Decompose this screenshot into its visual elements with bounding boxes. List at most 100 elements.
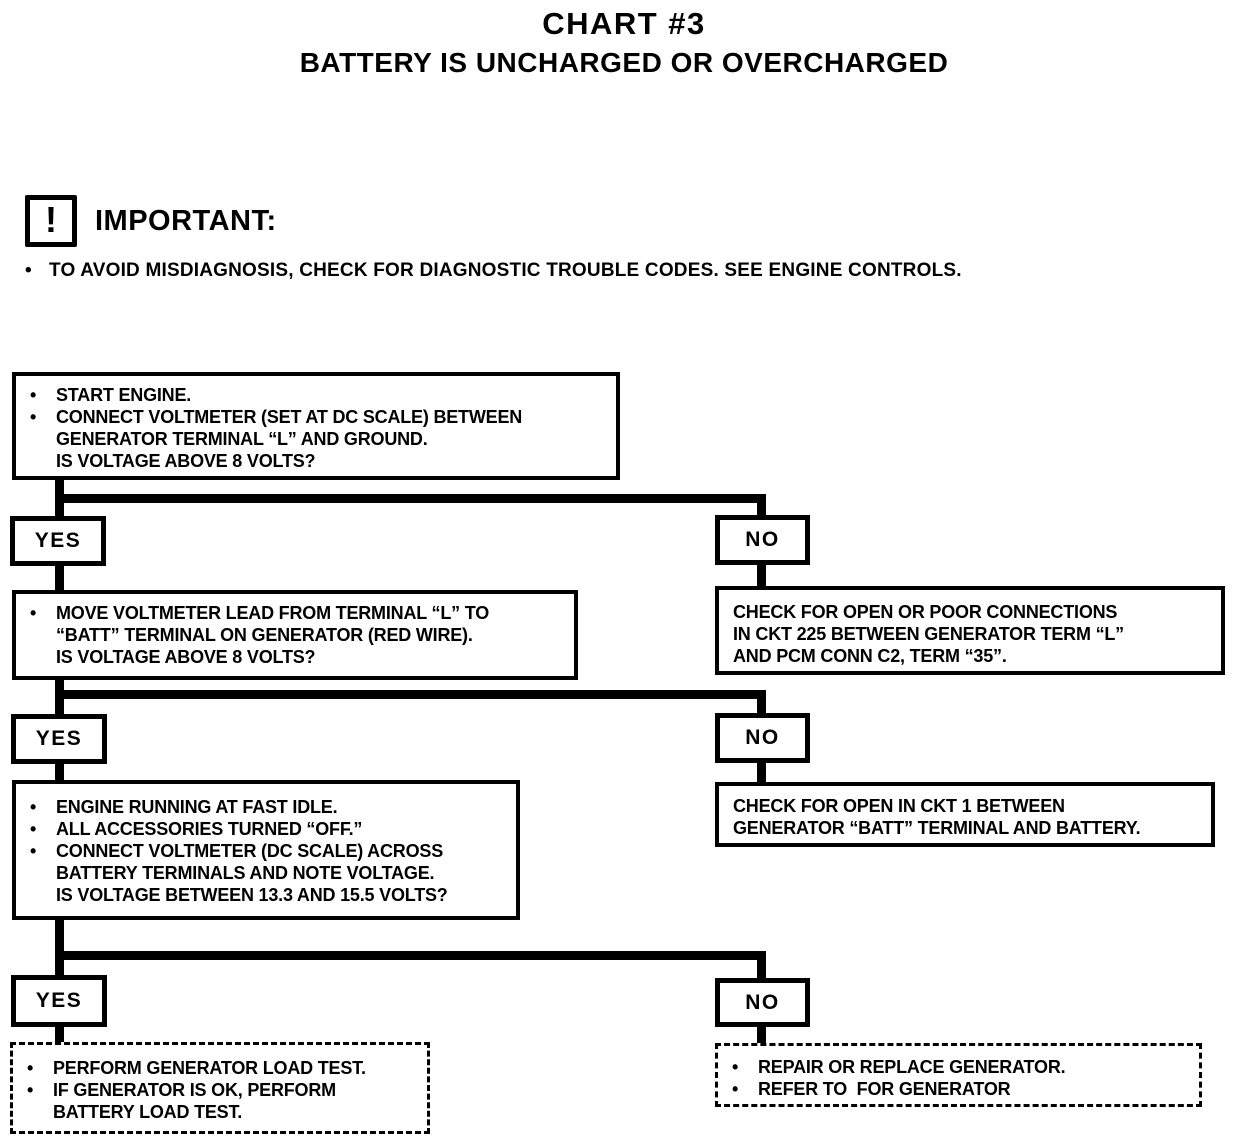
box-line: • PERFORM GENERATOR LOAD TEST. (27, 1057, 421, 1079)
bullet-dot (30, 428, 56, 450)
box-line: • REPAIR OR REPLACE GENERATOR. (732, 1056, 1193, 1078)
yes-label-2: YES (11, 714, 107, 764)
connector-line (55, 951, 766, 960)
box-line-text: PERFORM GENERATOR LOAD TEST. (53, 1058, 366, 1078)
important-exclamation-icon: ! (25, 195, 77, 247)
bullet-dot (30, 646, 56, 668)
box-line: BATTERY LOAD TEST. (27, 1101, 421, 1123)
bullet-dot: • (732, 1079, 739, 1099)
connector-line (757, 559, 766, 592)
box-line: IS VOLTAGE ABOVE 8 VOLTS? (30, 450, 610, 472)
no-text: NO (745, 990, 780, 1014)
box-line-text: START ENGINE. (56, 385, 192, 405)
step1-box: • START ENGINE. • CONNECT VOLTMETER (SET AT… (12, 372, 620, 480)
connector-line (757, 494, 766, 521)
box-line-text: GENERATOR “BATT” TERMINAL AND BATTERY. (733, 818, 1141, 838)
box-line-text: REFER TO FOR GENERATOR (758, 1079, 1011, 1099)
important-section: ! IMPORTANT: • TO AVOID MISDIAGNOSIS, CHE… (25, 195, 962, 282)
box-line-text: IS VOLTAGE BETWEEN 13.3 AND 15.5 VOLTS? (56, 885, 448, 905)
box-line: GENERATOR TERMINAL “L” AND GROUND. (30, 428, 610, 450)
box-line-text: AND PCM CONN C2, TERM “35”. (733, 646, 1007, 666)
important-note-text: TO AVOID MISDIAGNOSIS, CHECK FOR DIAGNOS… (49, 260, 962, 281)
box-line-text: “BATT” TERMINAL ON GENERATOR (RED WIRE). (56, 625, 473, 645)
box-line: • REFER TO FOR GENERATOR (732, 1078, 1193, 1100)
page-header: CHART #3 BATTERY IS UNCHARGED OR OVERCHA… (0, 6, 1248, 79)
box-line: • CONNECT VOLTMETER (SET AT DC SCALE) BET… (30, 406, 610, 428)
yes-text: YES (35, 727, 83, 750)
important-heading-row: ! IMPORTANT: (25, 195, 962, 247)
bullet-dot: • (30, 407, 37, 427)
chart-title: CHART #3 (542, 6, 706, 41)
bullet-dot: • (30, 385, 37, 405)
connector-line (55, 1019, 64, 1048)
box-line: • IF GENERATOR IS OK, PERFORM (27, 1079, 421, 1101)
box-line: GENERATOR “BATT” TERMINAL AND BATTERY. (733, 817, 1205, 839)
connector-line (55, 494, 766, 503)
box-line: • START ENGINE. (30, 384, 610, 406)
chart-subtitle: BATTERY IS UNCHARGED OR OVERCHARGED (299, 47, 949, 78)
connector-line (55, 756, 64, 786)
connector-line (757, 755, 766, 788)
connector-line (55, 494, 64, 522)
connector-line (757, 951, 766, 984)
result-yes-box: • PERFORM GENERATOR LOAD TEST. • IF GENERAT… (10, 1042, 430, 1134)
box-line-text: CONNECT VOLTMETER (SET AT DC SCALE) BETW… (56, 407, 523, 427)
box-line: •CONNECT VOLTMETER (DC SCALE) ACROSS (30, 840, 510, 862)
box-line-text: CHECK FOR OPEN IN CKT 1 BETWEEN (733, 796, 1065, 816)
no-text: NO (745, 528, 780, 551)
box-line: BATTERY TERMINALS AND NOTE VOLTAGE. (30, 862, 510, 884)
box-line: CHECK FOR OPEN OR POOR CONNECTIONS (733, 601, 1215, 623)
bullet-dot (30, 450, 56, 472)
yes-label-1: YES (10, 516, 106, 566)
step2-yes-box: •MOVE VOLTMETER LEAD FROM TERMINAL “L” T… (12, 590, 578, 680)
bullet-dot: • (30, 603, 37, 623)
box-line: AND PCM CONN C2, TERM “35”. (733, 645, 1215, 667)
bullet-dot: • (25, 260, 32, 281)
connector-line (55, 560, 64, 596)
step3-yes-box: • ENGINE RUNNING AT FAST IDLE. • ALL ACCESS… (12, 780, 520, 920)
box-line-text: BATTERY TERMINALS AND NOTE VOLTAGE. (56, 863, 435, 883)
connector-line (55, 470, 64, 500)
box-line: • ALL ACCESSORIES TURNED “OFF.” (30, 818, 510, 840)
bullet-dot: • (30, 819, 37, 839)
bullet-dot: • (30, 797, 37, 817)
no-text: NO (745, 726, 780, 749)
box-line-text: BATTERY LOAD TEST. (53, 1102, 243, 1122)
box-line-text: ENGINE RUNNING AT FAST IDLE. (56, 797, 338, 817)
box-line-text: IS VOLTAGE ABOVE 8 VOLTS? (56, 451, 316, 471)
box-line-text: IS VOLTAGE ABOVE 8 VOLTS? (56, 647, 316, 667)
box-line: IS VOLTAGE ABOVE 8 VOLTS? (30, 646, 568, 668)
box-line: CHECK FOR OPEN IN CKT 1 BETWEEN (733, 795, 1205, 817)
box-line-text: CHECK FOR OPEN OR POOR CONNECTIONS (733, 602, 1118, 622)
box-line: “BATT” TERMINAL ON GENERATOR (RED WIRE). (30, 624, 568, 646)
bullet-dot: • (30, 841, 37, 861)
box-line-text: REPAIR OR REPLACE GENERATOR. (758, 1057, 1066, 1077)
connector-line (55, 912, 64, 960)
box-line: • ENGINE RUNNING AT FAST IDLE. (30, 796, 510, 818)
no-label-2: NO (715, 713, 810, 763)
yes-label-3: YES (11, 975, 107, 1027)
connector-line (757, 1021, 766, 1049)
connector-line (757, 690, 766, 719)
bullet-dot: • (732, 1057, 739, 1077)
box-line: IN CKT 225 BETWEEN GENERATOR TERM “L” (733, 623, 1215, 645)
yes-text: YES (34, 529, 82, 552)
box-line-text: IF GENERATOR IS OK, PERFORM (53, 1080, 336, 1100)
no-label-3: NO (715, 978, 810, 1027)
no-label-1: NO (715, 515, 810, 565)
bullet-dot: • (27, 1080, 34, 1100)
result-no-box: • REPAIR OR REPLACE GENERATOR. • REFER TO F… (715, 1043, 1202, 1107)
yes-text: YES (35, 989, 83, 1012)
box-line-text: IN CKT 225 BETWEEN GENERATOR TERM “L” (733, 624, 1124, 644)
important-note: • TO AVOID MISDIAGNOSIS, CHECK FOR DIAGNO… (25, 260, 962, 282)
connector-line (55, 951, 64, 981)
connector-line (55, 690, 64, 720)
connector-line (55, 672, 64, 699)
important-heading: IMPORTANT: (95, 204, 277, 237)
box-line-text: ALL ACCESSORIES TURNED “OFF.” (56, 819, 363, 839)
bullet-dot: • (27, 1058, 34, 1078)
box-line: •MOVE VOLTMETER LEAD FROM TERMINAL “L” T… (30, 602, 568, 624)
